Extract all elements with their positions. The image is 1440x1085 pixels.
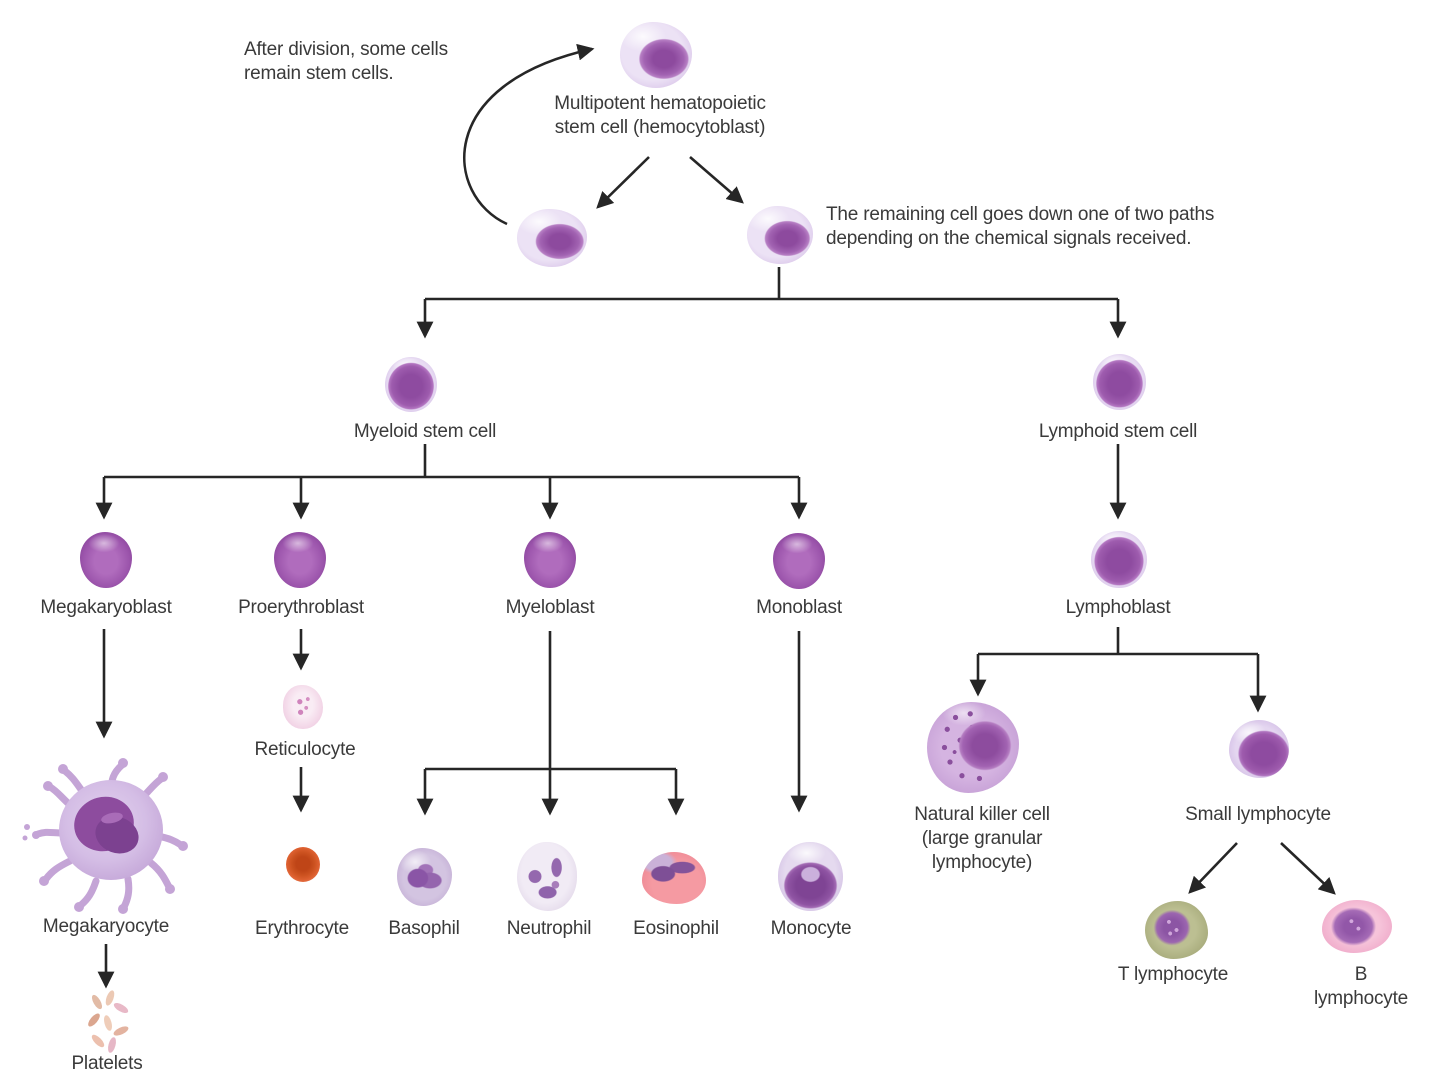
monocyte-cell xyxy=(778,842,843,911)
label-lymphoblast: Lymphoblast xyxy=(1065,597,1171,618)
connector-lines xyxy=(95,43,1336,989)
b-lymphocyte-cell xyxy=(1322,900,1392,953)
label-eosinophil: Eosinophil xyxy=(633,918,719,939)
note-remaining-cell: The remaining cell goes down one of two … xyxy=(826,204,1215,249)
platelets-fragments xyxy=(88,990,129,1053)
label-platelets: Platelets xyxy=(71,1053,143,1074)
label-erythrocyte: Erythrocyte xyxy=(255,918,349,939)
label-proerythroblast: Proerythroblast xyxy=(238,597,364,618)
megakaryoblast-cell xyxy=(80,532,132,588)
natural-killer-cell xyxy=(927,702,1019,793)
label-natural-killer-cell: Natural killer cell (large granular lymp… xyxy=(914,804,1050,873)
label-megakaryocyte: Megakaryocyte xyxy=(42,916,170,937)
label-lymphoid-stem-cell: Lymphoid stem cell xyxy=(1038,421,1198,442)
lymphoid-stem-cell xyxy=(1093,354,1146,410)
stem-cell-daughter-right xyxy=(747,206,813,264)
small-lymphocyte-cell xyxy=(1229,720,1289,778)
label-myeloid-stem-cell: Myeloid stem cell xyxy=(353,421,497,442)
erythrocyte-cell xyxy=(286,847,320,882)
label-hemocytoblast: Multipotent hematopoietic stem cell (hem… xyxy=(554,93,766,138)
label-b-lymphocyte: B lymphocyte xyxy=(1313,964,1409,1009)
lymphoblast-cell xyxy=(1091,531,1147,588)
t-lymphocyte-cell xyxy=(1145,901,1208,959)
label-basophil: Basophil xyxy=(388,918,460,939)
eosinophil-cell xyxy=(642,852,706,904)
label-monocyte: Monocyte xyxy=(770,918,852,939)
reticulocyte-cell xyxy=(283,685,323,729)
label-reticulocyte: Reticulocyte xyxy=(254,739,356,760)
note-after-division: After division, some cells remain stem c… xyxy=(244,39,448,84)
label-t-lymphocyte: T lymphocyte xyxy=(1117,964,1229,985)
label-megakaryoblast: Megakaryoblast xyxy=(40,597,172,618)
monoblast-cell xyxy=(773,533,825,589)
proerythroblast-cell xyxy=(274,532,326,588)
megakaryocyte-cell xyxy=(22,758,188,914)
neutrophil-cell xyxy=(517,842,577,911)
myeloid-stem-cell xyxy=(385,357,437,412)
label-neutrophil: Neutrophil xyxy=(506,918,592,939)
basophil-cell xyxy=(397,848,452,906)
myeloblast-cell xyxy=(524,532,576,588)
label-monoblast: Monoblast xyxy=(756,597,842,618)
label-small-lymphocyte: Small lymphocyte xyxy=(1185,804,1331,825)
hemocytoblast-cell xyxy=(620,22,692,88)
label-myeloblast: Myeloblast xyxy=(505,597,595,618)
stem-cell-daughter-left xyxy=(517,209,587,267)
